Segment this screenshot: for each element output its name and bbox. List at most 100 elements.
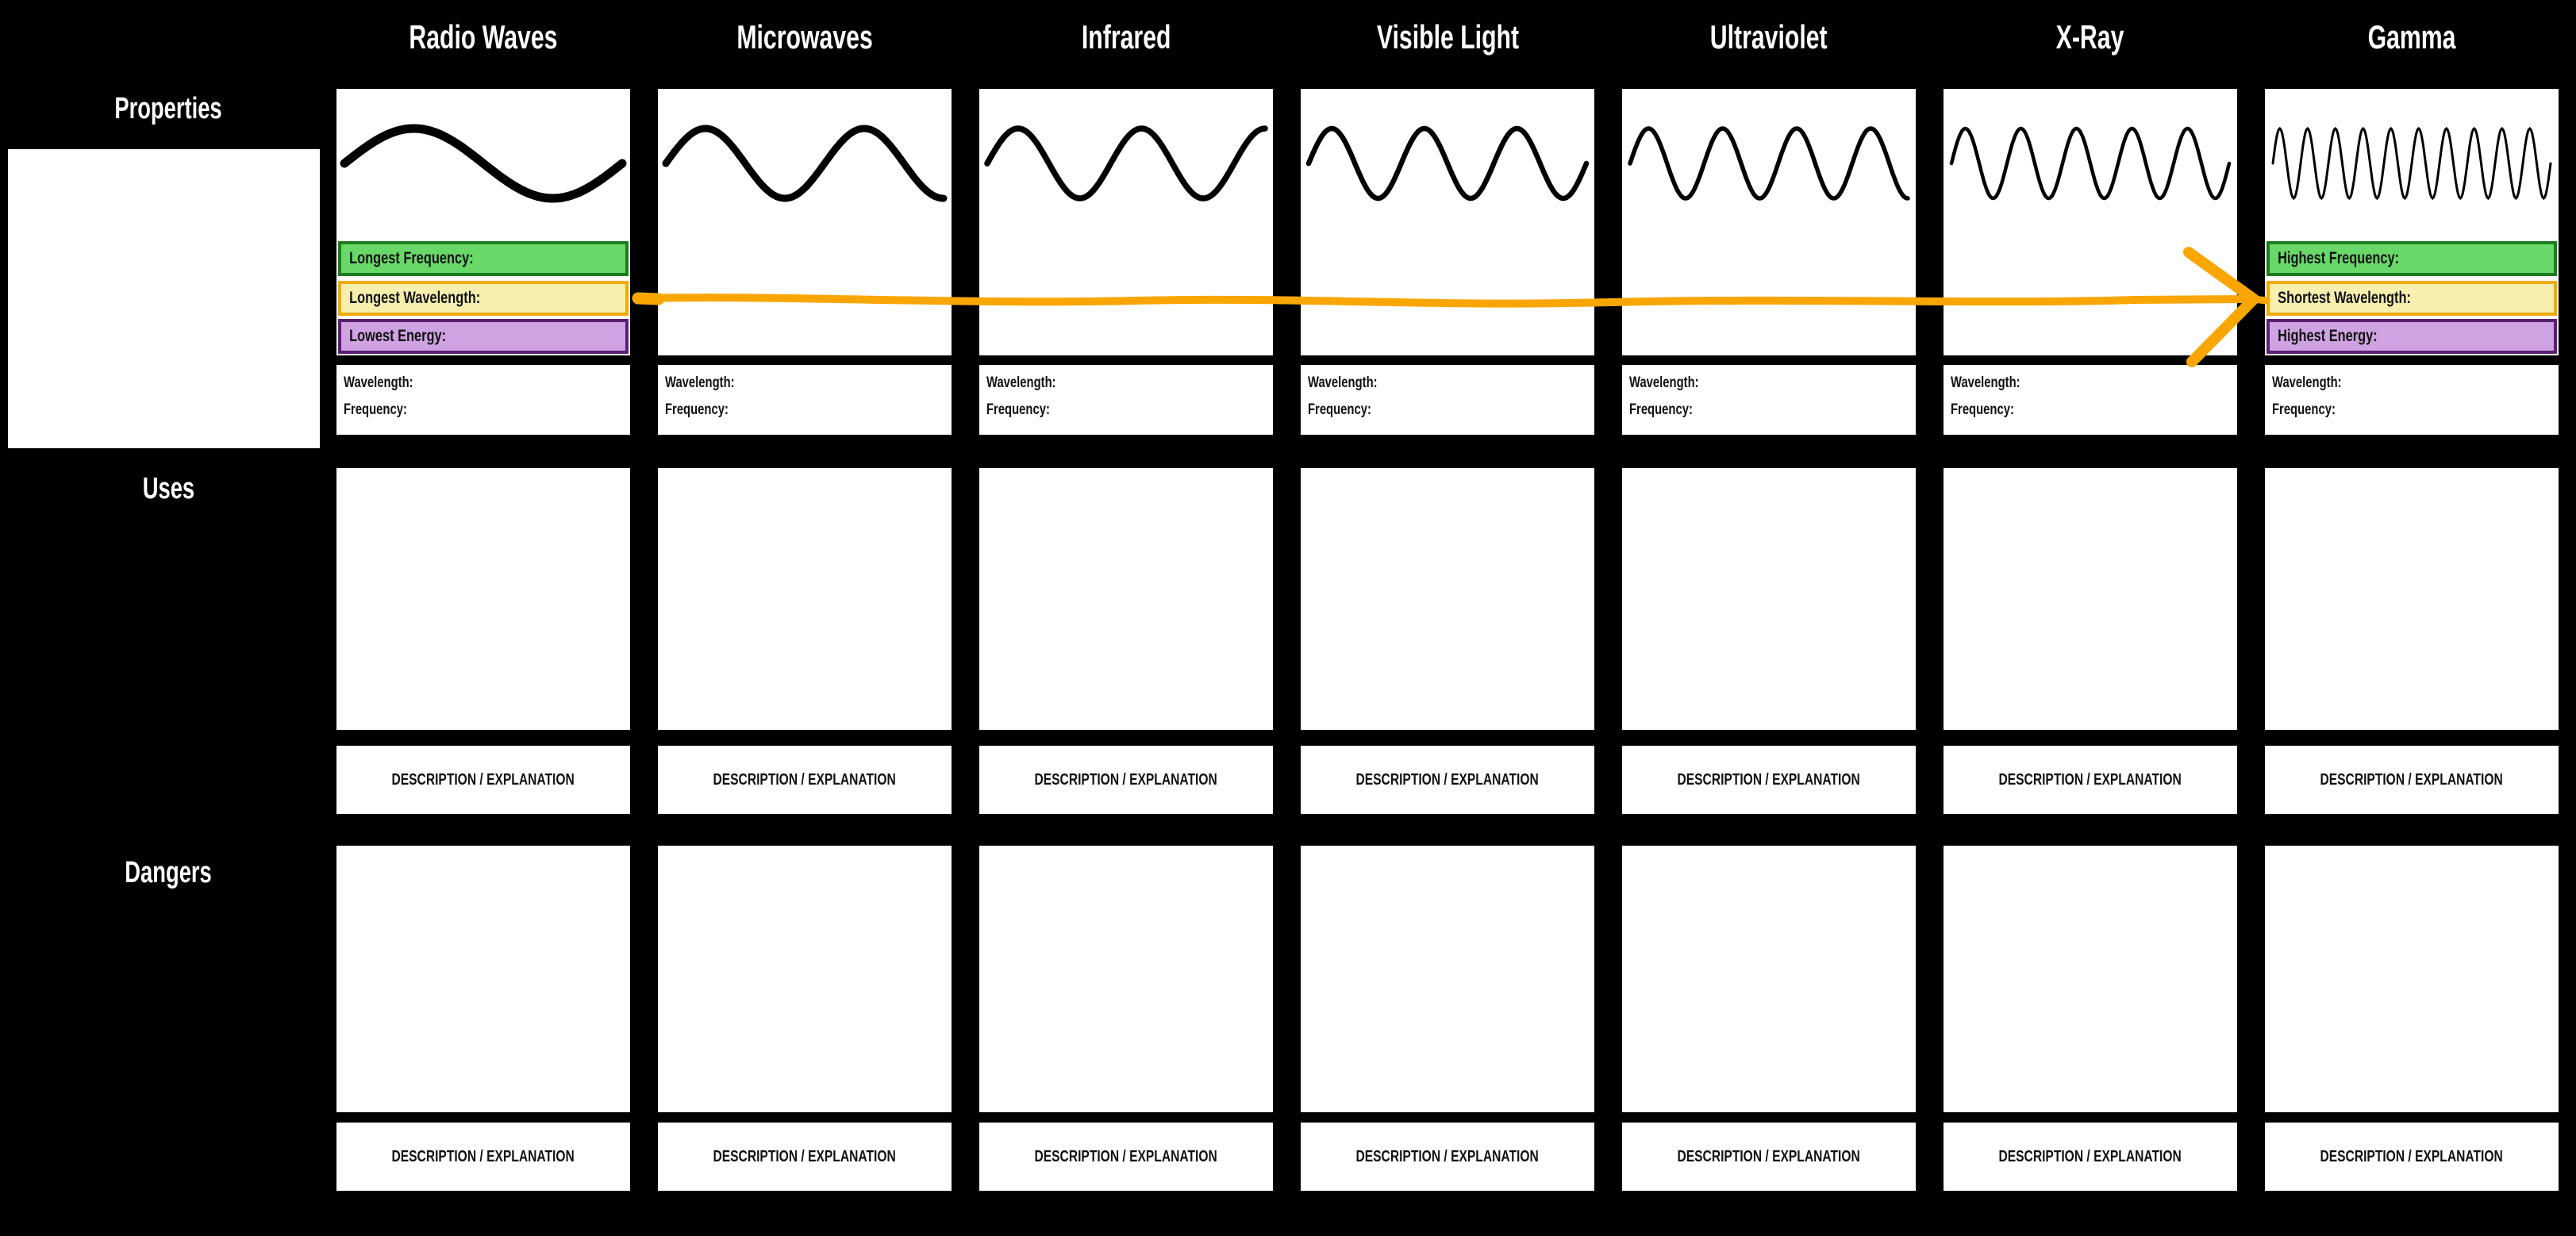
frequency-label: Frequency: bbox=[1308, 401, 1371, 418]
column-title-text: X-Ray bbox=[2056, 18, 2124, 56]
frequency-field: Frequency: bbox=[2272, 401, 2353, 419]
dangers-description-cell[interactable]: DESCRIPTION / EXPLANATION bbox=[336, 1123, 630, 1191]
wavelength-field: Wavelength: bbox=[1308, 374, 1397, 392]
uses-description-cell[interactable]: DESCRIPTION / EXPLANATION bbox=[979, 746, 1273, 814]
row-label-uses: Uses bbox=[0, 474, 336, 504]
property-tag-yellow[interactable]: Longest Wavelength: bbox=[338, 281, 629, 316]
property-tag-purple[interactable]: Lowest Energy: bbox=[338, 319, 629, 354]
dangers-description-cell[interactable]: DESCRIPTION / EXPLANATION bbox=[1944, 1123, 2237, 1191]
wavelength-label: Wavelength: bbox=[1951, 374, 2020, 391]
uses-description-cell[interactable]: DESCRIPTION / EXPLANATION bbox=[1944, 746, 2237, 814]
dangers-description-label: DESCRIPTION / EXPLANATION bbox=[391, 1147, 575, 1165]
column-title: Microwaves bbox=[634, 11, 975, 63]
wavelength-frequency-box[interactable]: Wavelength: Frequency: bbox=[336, 365, 630, 435]
dangers-description-cell[interactable]: DESCRIPTION / EXPLANATION bbox=[1301, 1123, 1594, 1191]
uses-cell[interactable] bbox=[979, 468, 1273, 730]
wavelength-frequency-box[interactable]: Wavelength: Frequency: bbox=[1944, 365, 2237, 435]
property-tag-green[interactable]: Highest Frequency: bbox=[2266, 241, 2557, 276]
spectrum-column-infrared: Infrared Wavelength: Frequency: DESCRIPT… bbox=[979, 0, 1273, 1236]
uses-description-label: DESCRIPTION / EXPLANATION bbox=[1355, 770, 1540, 789]
uses-cell[interactable] bbox=[336, 468, 630, 730]
property-tag-yellow[interactable]: Shortest Wavelength: bbox=[2266, 281, 2557, 316]
row-label-uses-text: Uses bbox=[142, 472, 194, 505]
property-tag-purple[interactable]: Highest Energy: bbox=[2266, 319, 2557, 354]
uses-description-cell[interactable]: DESCRIPTION / EXPLANATION bbox=[1622, 746, 1916, 814]
column-title-text: Gamma bbox=[2367, 18, 2456, 56]
column-title: Radio Waves bbox=[313, 11, 654, 63]
frequency-field: Frequency: bbox=[1308, 401, 1389, 419]
frequency-field: Frequency: bbox=[665, 401, 746, 419]
dangers-cell[interactable] bbox=[1301, 846, 1594, 1112]
uses-description-label: DESCRIPTION / EXPLANATION bbox=[391, 770, 575, 789]
dangers-description-label: DESCRIPTION / EXPLANATION bbox=[2320, 1147, 2504, 1165]
column-title-text: Visible Light bbox=[1376, 18, 1519, 56]
properties-legend-box[interactable] bbox=[8, 149, 320, 448]
wavelength-frequency-box[interactable]: Wavelength: Frequency: bbox=[658, 365, 952, 435]
uses-description-cell[interactable]: DESCRIPTION / EXPLANATION bbox=[2265, 746, 2559, 814]
frequency-label: Frequency: bbox=[986, 401, 1050, 418]
frequency-label: Frequency: bbox=[1629, 401, 1693, 418]
uses-description-cell[interactable]: DESCRIPTION / EXPLANATION bbox=[1301, 746, 1594, 814]
spectrum-column-radio-waves: Radio Waves Longest Frequency: Longest Wa… bbox=[336, 0, 630, 1236]
dangers-cell[interactable] bbox=[1622, 846, 1916, 1112]
dangers-description-cell[interactable]: DESCRIPTION / EXPLANATION bbox=[2265, 1123, 2559, 1191]
wavelength-label: Wavelength: bbox=[2272, 374, 2342, 391]
dangers-description-label: DESCRIPTION / EXPLANATION bbox=[1998, 1147, 2182, 1165]
column-title: X-Ray bbox=[1920, 11, 2261, 63]
properties-wave-cell[interactable]: Highest Frequency: Shortest Wavelength: Hi… bbox=[2265, 89, 2559, 355]
uses-cell[interactable] bbox=[1301, 468, 1594, 730]
frequency-field: Frequency: bbox=[344, 401, 425, 419]
wavelength-field: Wavelength: bbox=[1951, 374, 2040, 392]
properties-wave-cell[interactable] bbox=[979, 89, 1273, 355]
dangers-description-label: DESCRIPTION / EXPLANATION bbox=[1677, 1147, 1861, 1165]
column-title-text: Microwaves bbox=[736, 18, 873, 56]
wavelength-frequency-box[interactable]: Wavelength: Frequency: bbox=[2265, 365, 2559, 435]
dangers-description-cell[interactable]: DESCRIPTION / EXPLANATION bbox=[658, 1123, 952, 1191]
wavelength-frequency-box[interactable]: Wavelength: Frequency: bbox=[1622, 365, 1916, 435]
sine-wave-icon bbox=[340, 124, 627, 203]
wavelength-frequency-box[interactable]: Wavelength: Frequency: bbox=[1301, 365, 1594, 435]
dangers-cell[interactable] bbox=[979, 846, 1273, 1112]
uses-description-cell[interactable]: DESCRIPTION / EXPLANATION bbox=[658, 746, 952, 814]
dangers-cell[interactable] bbox=[2265, 846, 2559, 1112]
uses-cell[interactable] bbox=[1944, 468, 2237, 730]
uses-cell[interactable] bbox=[2265, 468, 2559, 730]
spectrum-column-x-ray: X-Ray Wavelength: Frequency: DESCRIPTION… bbox=[1944, 0, 2237, 1236]
dangers-description-cell[interactable]: DESCRIPTION / EXPLANATION bbox=[1622, 1123, 1916, 1191]
properties-wave-cell[interactable]: Longest Frequency: Longest Wavelength:Low… bbox=[336, 89, 630, 355]
properties-wave-cell[interactable] bbox=[658, 89, 952, 355]
properties-wave-cell[interactable] bbox=[1301, 89, 1594, 355]
wavelength-field: Wavelength: bbox=[2272, 374, 2361, 392]
column-title-text: Radio Waves bbox=[409, 18, 558, 56]
sine-wave-icon bbox=[1305, 125, 1590, 202]
dangers-cell[interactable] bbox=[336, 846, 630, 1112]
properties-wave-cell[interactable] bbox=[1622, 89, 1916, 355]
column-title: Ultraviolet bbox=[1598, 11, 1940, 63]
property-tag-label: Longest Frequency: bbox=[349, 249, 474, 267]
uses-description-label: DESCRIPTION / EXPLANATION bbox=[1034, 770, 1218, 789]
row-label-properties: Properties bbox=[0, 94, 336, 124]
dangers-description-cell[interactable]: DESCRIPTION / EXPLANATION bbox=[979, 1123, 1273, 1191]
uses-description-label: DESCRIPTION / EXPLANATION bbox=[2320, 770, 2504, 789]
uses-description-label: DESCRIPTION / EXPLANATION bbox=[1677, 770, 1861, 789]
uses-cell[interactable] bbox=[658, 468, 952, 730]
uses-cell[interactable] bbox=[1622, 468, 1916, 730]
spectrum-column-ultraviolet: Ultraviolet Wavelength: Frequency: DESCR… bbox=[1622, 0, 1916, 1236]
wavelength-frequency-box[interactable]: Wavelength: Frequency: bbox=[979, 365, 1273, 435]
column-title: Gamma bbox=[2241, 11, 2576, 63]
property-tag-label: Shortest Wavelength: bbox=[2278, 289, 2411, 307]
frequency-label: Frequency: bbox=[2272, 401, 2336, 418]
uses-description-label: DESCRIPTION / EXPLANATION bbox=[1998, 770, 2182, 789]
properties-wave-cell[interactable] bbox=[1944, 89, 2237, 355]
wavelength-label: Wavelength: bbox=[665, 374, 735, 391]
dangers-cell[interactable] bbox=[1944, 846, 2237, 1112]
sine-wave-icon bbox=[984, 125, 1268, 202]
dangers-description-label: DESCRIPTION / EXPLANATION bbox=[1355, 1147, 1540, 1165]
property-tag-green[interactable]: Longest Frequency: bbox=[338, 241, 629, 276]
dangers-cell[interactable] bbox=[658, 846, 952, 1112]
arrow-tail-dash bbox=[632, 292, 665, 305]
uses-description-cell[interactable]: DESCRIPTION / EXPLANATION bbox=[336, 746, 630, 814]
sine-wave-icon bbox=[2271, 126, 2552, 201]
wavelength-label: Wavelength: bbox=[344, 374, 413, 391]
